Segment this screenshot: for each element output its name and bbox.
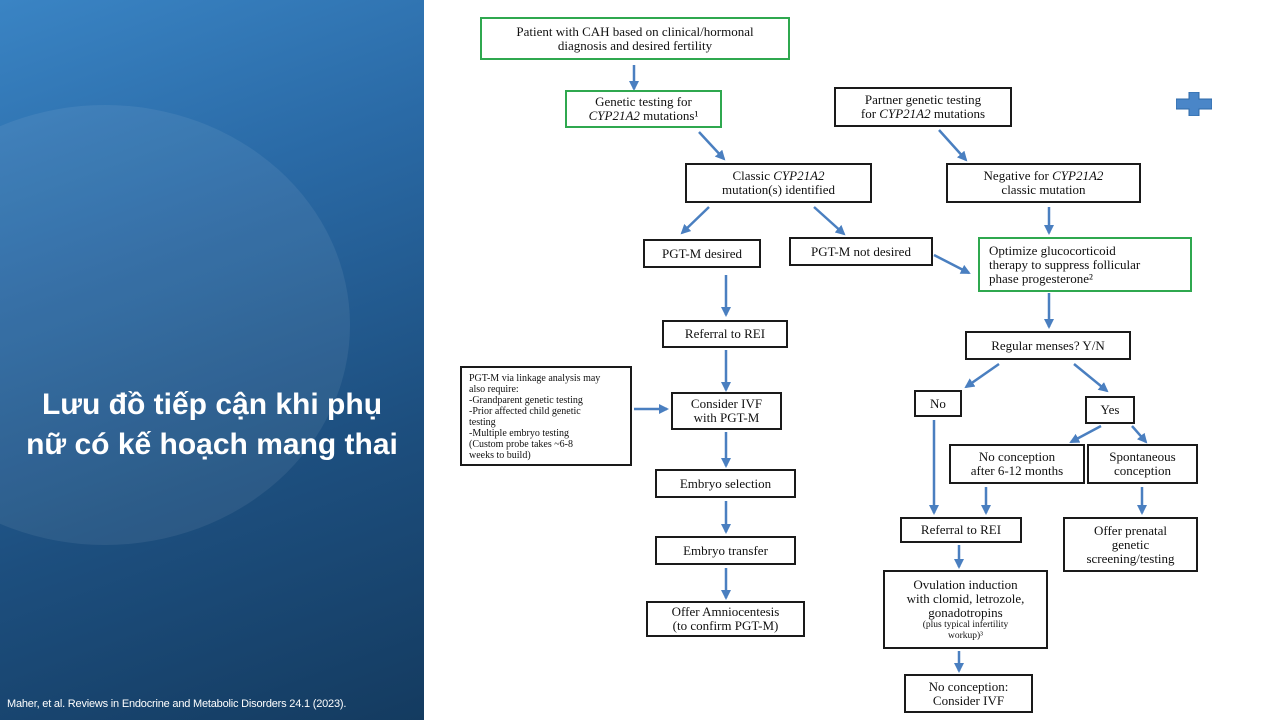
pgtm-desired-box: PGT-M desired — [643, 239, 761, 268]
ovulation-induction-box: Ovulation induction with clomid, letrozo… — [883, 570, 1048, 649]
arrow-icon — [1069, 424, 1102, 444]
no-conception-ivf-box: No conception:Consider IVF — [904, 674, 1033, 713]
arrow-icon — [933, 253, 971, 275]
slide-title-line1: Lưu đồ tiếp cận khi phụ — [41, 388, 383, 421]
slide-title-line2: nữ có kế hoạch mang thai — [26, 428, 398, 461]
pgtm-not-desired-box: PGT-M not desired — [789, 237, 933, 266]
arrow-icon — [1073, 363, 1109, 393]
negative-classic-box: Negative for CYP21A2 classic mutation — [946, 163, 1141, 203]
amniocentesis-box: Offer Amniocentesis(to confirm PGT-M) — [646, 601, 805, 637]
classic-identified-box: Classic CYP21A2 mutation(s) identified — [685, 163, 872, 203]
no-box: No — [914, 390, 962, 417]
partner-testing-box: Partner genetic testing for CYP21A2 muta… — [834, 87, 1012, 127]
referral-rei-left-box: Referral to REI — [662, 320, 788, 348]
arrow-icon — [698, 131, 726, 161]
arrow-icon — [938, 129, 968, 162]
optimize-therapy-box: Optimize glucocorticoid therapy to suppr… — [978, 237, 1192, 292]
yes-box: Yes — [1085, 396, 1135, 424]
regular-menses-box: Regular menses? Y/N — [965, 331, 1131, 360]
plus-icon — [1176, 92, 1212, 116]
offer-prenatal-box: Offer prenatal genetic screening/testing — [1063, 517, 1198, 572]
citation: Maher, et al. Reviews in Endocrine and M… — [7, 698, 347, 710]
flowchart-panel: Patient with CAH based on clinical/hormo… — [424, 0, 1280, 720]
arrow-icon — [1131, 425, 1148, 444]
embryo-selection-box: Embryo selection — [655, 469, 796, 498]
pgtm-note-box: PGT-M via linkage analysis may also requ… — [460, 366, 632, 466]
title-panel: Lưu đồ tiếp cận khi phụ nữ có kế hoạch m… — [0, 0, 424, 720]
referral-rei-right-box: Referral to REI — [900, 517, 1022, 543]
arrow-icon — [813, 206, 846, 236]
arrow-icon — [680, 206, 710, 235]
arrow-icon — [964, 362, 1000, 389]
genetic-testing-box: Genetic testing for CYP21A2 mutations¹ — [565, 90, 722, 128]
decorative-circle — [0, 105, 350, 545]
embryo-transfer-box: Embryo transfer — [655, 536, 796, 565]
flowchart-arrows — [629, 65, 1148, 673]
slide-title: Lưu đồ tiếp cận khi phụ nữ có kế hoạch m… — [0, 385, 424, 465]
patient-box: Patient with CAH based on clinical/hormo… — [480, 17, 790, 60]
